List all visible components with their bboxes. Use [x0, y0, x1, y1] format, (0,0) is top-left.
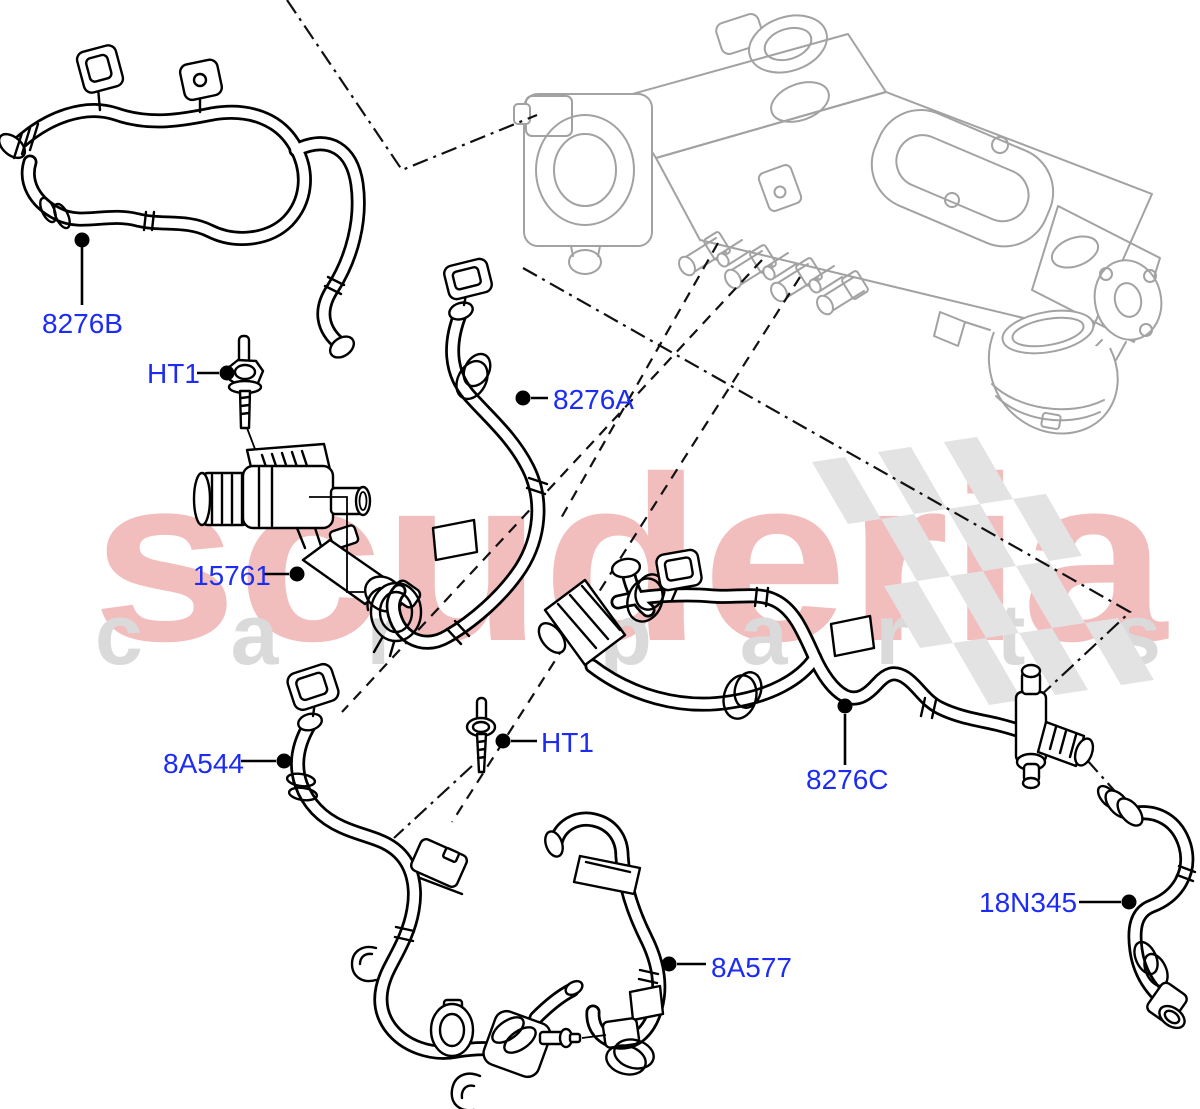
part-number-label-ht1-lower[interactable]: HT1: [541, 727, 594, 758]
hose-18n345: [1096, 784, 1197, 1030]
callout-dot: [837, 698, 853, 714]
engine-intercooler-assembly: [513, 13, 1163, 435]
mounting-clip: [443, 257, 493, 307]
ribbed-connector: [537, 578, 627, 667]
callout-dot: [74, 232, 90, 248]
callout-8276c: 8276C: [806, 698, 889, 795]
t-connector: [1014, 663, 1095, 790]
mounting-clip: [572, 854, 642, 896]
elbow-fitting: [601, 1017, 641, 1049]
turbo-housing: [715, 13, 828, 74]
callout-8a544: 8A544: [163, 748, 292, 779]
hose-tag: [431, 518, 479, 562]
callout-dot: [1121, 894, 1137, 910]
callout-8276a: 8276A: [515, 384, 634, 415]
callout-dot: [515, 390, 531, 406]
hose-end-cap: [448, 301, 474, 321]
callout-dot: [276, 753, 292, 769]
part-number-label-8276c[interactable]: 8276C: [806, 764, 889, 795]
mounting-clip: [178, 58, 224, 114]
part-number-label-15761[interactable]: 15761: [193, 560, 271, 591]
part-number-label-8276a[interactable]: 8276A: [553, 384, 634, 415]
callout-dot: [289, 566, 305, 582]
part-number-label-8276b[interactable]: 8276B: [42, 308, 123, 339]
part-number-label-ht1-upper[interactable]: HT1: [147, 358, 200, 389]
spring-clamp: [366, 581, 423, 658]
side-clip: [350, 945, 378, 983]
locator-line-ht1-lower: [393, 765, 473, 839]
hose-clamp: [626, 577, 664, 623]
hose-clamp: [613, 1038, 655, 1070]
part-number-label-8a544[interactable]: 8A544: [163, 748, 244, 779]
mounting-clip: [75, 44, 125, 112]
stud-bracket: [409, 838, 469, 896]
hose-8276c: [537, 548, 1095, 790]
callout-8276b: 8276B: [42, 232, 123, 339]
locator-line-8276c: [522, 267, 1132, 699]
locator-line-throttle: [286, 0, 538, 172]
callout-8a577: 8A577: [661, 952, 792, 983]
callout-15761: 15761: [193, 560, 305, 591]
callout-ht1-lower: HT1: [495, 727, 594, 758]
hose-tag: [829, 614, 876, 658]
locator-line-port1: [559, 242, 719, 521]
valve-assembly-15761: [192, 442, 422, 613]
locator-line-port3: [451, 276, 801, 823]
intake-elbow: [933, 259, 1163, 435]
hose-tag: [628, 984, 665, 1022]
throttle-body: [513, 93, 653, 275]
callouts: 8276B HT1 15761 8276A 8A544 HT1: [42, 232, 1137, 983]
mounting-clip: [286, 662, 340, 718]
intercooler-fins-right: [1031, 205, 1161, 343]
connector-stud: [538, 1027, 607, 1049]
hose-end-cap: [544, 830, 564, 858]
stud-ht1-upper: [226, 334, 265, 471]
mounting-clip: [655, 548, 703, 602]
part-number-label-18n345[interactable]: 18N345: [979, 887, 1077, 918]
hose-8276b: [0, 44, 366, 359]
hose-8a577: [429, 811, 667, 1109]
hose-8a544: [285, 662, 526, 1064]
hose-ports: [678, 231, 869, 316]
part-number-label-8a577[interactable]: 8A577: [711, 952, 792, 983]
locator-lines: [286, 0, 1132, 839]
callout-18n345: 18N345: [979, 887, 1137, 918]
stud-ht1-lower: [465, 696, 497, 774]
callout-dot: [661, 956, 677, 972]
spring-clip: [450, 1072, 482, 1109]
callout-dot: [495, 733, 511, 749]
pump-cluster: [429, 979, 607, 1109]
intercooler-plate: [655, 91, 1153, 335]
hose-end-cap: [610, 557, 642, 579]
callout-dot: [219, 365, 235, 381]
quick-connector: [1096, 784, 1144, 827]
watermark: scuderia car parts: [92, 427, 1170, 706]
hose-end-cap: [328, 335, 356, 359]
connection-indicator: [309, 496, 364, 593]
hose-end-cap: [297, 712, 323, 732]
checkered-flag-watermark: [812, 436, 1154, 706]
callout-ht1-upper: HT1: [147, 358, 235, 389]
hose-clamp: [455, 359, 489, 401]
hose-8276a: [366, 257, 549, 658]
hose-end-cap: [0, 132, 27, 160]
